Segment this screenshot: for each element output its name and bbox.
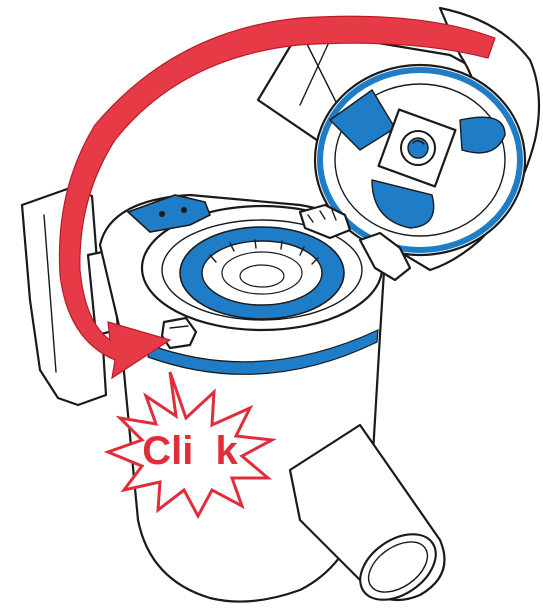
click-label: Cli k <box>142 429 238 473</box>
valve-ring <box>180 227 344 319</box>
